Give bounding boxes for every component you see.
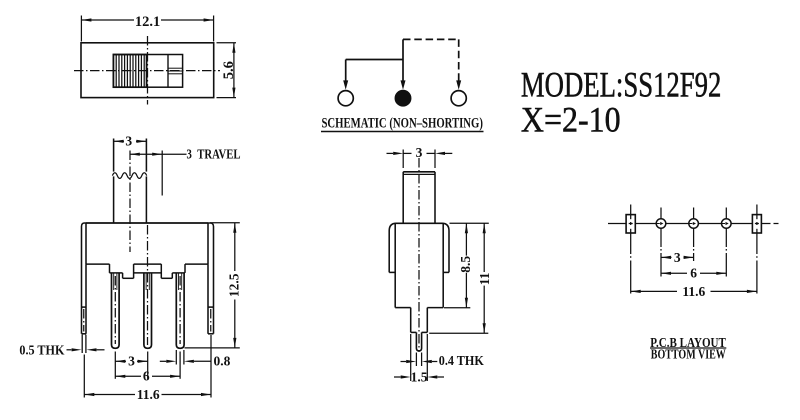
svg-text:0.5 THK: 0.5 THK: [19, 342, 64, 357]
svg-text:P.C.B LAYOUT: P.C.B LAYOUT: [650, 335, 726, 350]
svg-text:BOTTOM VIEW: BOTTOM VIEW: [651, 346, 726, 361]
svg-text:11: 11: [477, 272, 492, 285]
svg-text:3: 3: [128, 354, 135, 369]
svg-text:3: 3: [674, 250, 681, 265]
svg-text:3 TRAVEL: 3 TRAVEL: [187, 147, 241, 162]
svg-text:6: 6: [690, 266, 697, 281]
svg-text:SCHEMATIC (NON–SHORTING): SCHEMATIC (NON–SHORTING): [321, 116, 483, 132]
svg-text:12.5: 12.5: [227, 273, 242, 297]
svg-text:X=2-10: X=2-10: [521, 99, 621, 139]
svg-text:MODEL:SS12F92: MODEL:SS12F92: [521, 65, 722, 105]
svg-text:8.5: 8.5: [458, 256, 473, 273]
svg-text:11.6: 11.6: [137, 387, 160, 402]
svg-text:0.4 THK: 0.4 THK: [439, 353, 484, 368]
svg-text:11.6: 11.6: [682, 284, 705, 299]
svg-text:3: 3: [125, 133, 132, 148]
svg-text:12.1: 12.1: [135, 14, 160, 30]
svg-text:5.6: 5.6: [221, 61, 237, 79]
svg-text:6: 6: [143, 368, 150, 383]
svg-text:0.8: 0.8: [214, 354, 231, 369]
svg-text:3: 3: [416, 145, 423, 160]
svg-text:1.5: 1.5: [411, 369, 428, 384]
